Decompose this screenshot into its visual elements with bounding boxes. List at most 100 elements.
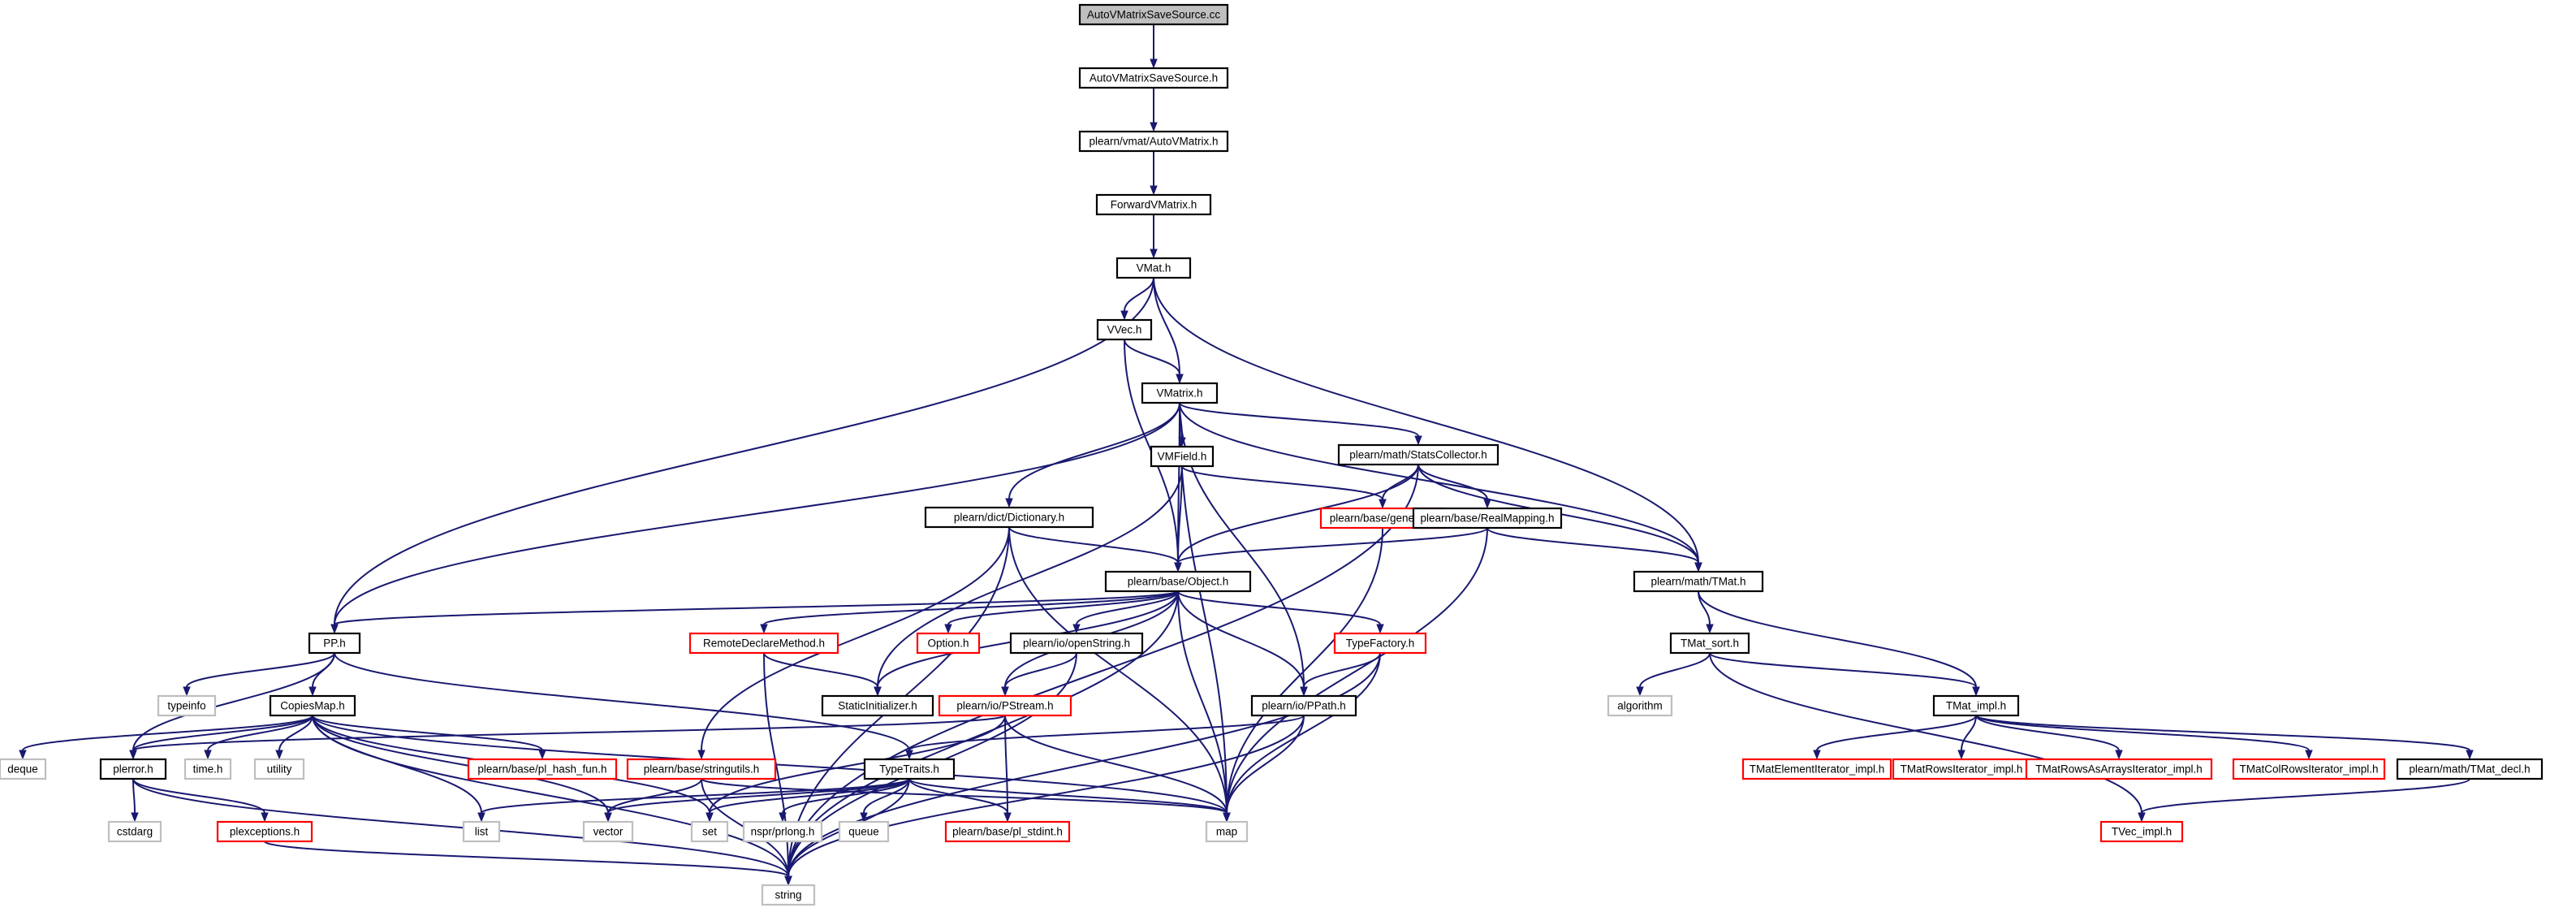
edge-fwd-to-vmat — [1150, 214, 1158, 259]
node-label: CopiesMap.h — [280, 700, 345, 712]
edge-stats-to-general — [1379, 464, 1419, 509]
edge-line — [132, 778, 265, 814]
arrow-head — [1176, 374, 1184, 384]
node-tmatimpl[interactable]: TMat_impl.h — [1932, 694, 2020, 717]
edge-line — [1486, 527, 1699, 564]
edge-vmfield-to-general — [1181, 465, 1387, 509]
edge-typetraits-to-stdint — [908, 778, 1012, 823]
node-openstr[interactable]: plearn/io/openString.h — [1009, 632, 1144, 655]
edge-typetraits-to-vector — [604, 778, 910, 823]
arrow-head — [1957, 750, 1965, 760]
node-strutils[interactable]: plearn/base/stringutils.h — [626, 758, 777, 780]
arrow-head — [1120, 310, 1128, 321]
edge-hdr-to-avm — [1150, 88, 1158, 132]
node-stdint[interactable]: plearn/base/pl_stdint.h — [944, 820, 1071, 843]
node-rowsit[interactable]: TMatRowsIterator_impl.h — [1892, 758, 2031, 780]
arrow-head — [1300, 686, 1308, 697]
node-typefac[interactable]: TypeFactory.h — [1333, 632, 1427, 655]
edge-avm-to-fwd — [1150, 151, 1158, 196]
edge-copies-to-deque — [19, 715, 313, 760]
node-fwd[interactable]: ForwardVMatrix.h — [1095, 193, 1212, 216]
edge-plerror-to-plexc — [132, 778, 269, 823]
node-label: RemoteDeclareMethod.h — [703, 638, 825, 650]
node-object[interactable]: plearn/base/Object.h — [1104, 570, 1252, 593]
node-label: plerror.h — [113, 763, 153, 776]
node-remote[interactable]: RemoteDeclareMethod.h — [688, 632, 839, 655]
edge-src-to-hdr — [1150, 24, 1158, 69]
node-rowsarr[interactable]: TMatRowsAsArraysIterator_impl.h — [2025, 758, 2213, 780]
node-src[interactable]: AutoVMatrixSaveSource.cc — [1078, 3, 1229, 26]
node-queue: queue — [838, 820, 890, 843]
node-avm[interactable]: plearn/vmat/AutoVMatrix.h — [1078, 130, 1229, 153]
node-vmat[interactable]: VMat.h — [1115, 257, 1192, 279]
node-label: cstdarg — [117, 826, 153, 838]
node-box — [2396, 758, 2544, 780]
node-staticinit[interactable]: StaticInitializer.h — [821, 694, 934, 717]
edge-tmatimpl-to-tmatdecl — [1975, 715, 2474, 760]
node-vmatrix[interactable]: VMatrix.h — [1141, 382, 1219, 404]
node-pstream[interactable]: plearn/io/PStream.h — [938, 694, 1072, 717]
node-hashfun[interactable]: plearn/base/pl_hash_fun.h — [467, 758, 618, 780]
edge-line — [132, 778, 136, 814]
node-map: map — [1205, 820, 1249, 843]
node-tmatsort[interactable]: TMat_sort.h — [1669, 632, 1750, 655]
node-label: Option.h — [927, 638, 969, 650]
node-label: VMat.h — [1137, 262, 1171, 274]
node-box — [1009, 632, 1144, 655]
node-label: TVec_impl.h — [2112, 826, 2172, 838]
arrow-head — [784, 875, 792, 886]
node-typetraits[interactable]: TypeTraits.h — [863, 758, 956, 780]
node-copies[interactable]: CopiesMap.h — [269, 694, 356, 717]
node-label: TypeFactory.h — [1346, 638, 1415, 650]
arrow-head — [261, 812, 269, 823]
node-hdr[interactable]: AutoVMatrixSaveSource.h — [1078, 67, 1229, 89]
node-label: VMField.h — [1158, 451, 1207, 463]
edge-vvec-to-vmatrix — [1124, 339, 1184, 384]
edge-typetraits-to-nspr — [779, 778, 910, 823]
arrow-head — [275, 750, 283, 760]
edge-vmatrix-to-stats — [1179, 402, 1422, 446]
arrow-head — [1174, 562, 1182, 573]
edge-pstream-to-plerror — [129, 715, 1006, 760]
node-option[interactable]: Option.h — [916, 632, 981, 655]
node-label: deque — [7, 763, 38, 776]
edge-line — [947, 590, 1179, 625]
edge-line — [1179, 402, 1699, 564]
edge-line — [334, 277, 1154, 625]
node-plerror[interactable]: plerror.h — [99, 758, 167, 780]
arrow-head — [309, 686, 317, 697]
edge-line — [334, 590, 1179, 625]
node-box — [157, 694, 217, 717]
node-tmatdecl[interactable]: plearn/math/TMat_decl.h — [2396, 758, 2544, 780]
edge-line — [863, 778, 910, 814]
node-box — [938, 694, 1072, 717]
edge-pp-to-copies — [309, 652, 335, 697]
node-ppath[interactable]: plearn/io/PPath.h — [1250, 694, 1357, 717]
edge-line — [1153, 277, 1180, 375]
arrow-head — [1694, 562, 1702, 573]
arrow-head — [1636, 686, 1644, 697]
arrow-head — [1376, 624, 1384, 634]
node-stats[interactable]: plearn/math/StatsCollector.h — [1337, 443, 1499, 466]
node-vmfield[interactable]: VMField.h — [1150, 445, 1215, 468]
node-colrows[interactable]: TMatColRowsIterator_impl.h — [2232, 758, 2386, 780]
node-tvecimpl[interactable]: TVec_impl.h — [2099, 820, 2184, 843]
node-plexc[interactable]: plexceptions.h — [216, 820, 313, 843]
node-tmat[interactable]: plearn/math/TMat.h — [1633, 570, 1764, 593]
edge-line — [1417, 464, 1488, 500]
edge-object-to-option — [944, 590, 1179, 634]
edge-line — [607, 778, 702, 814]
node-label: plearn/math/TMat.h — [1650, 576, 1745, 588]
node-label: plearn/base/pl_stdint.h — [952, 826, 1063, 838]
edge-tmatimpl-to-rowsit — [1957, 715, 1977, 760]
arrow-head — [779, 812, 787, 823]
node-algorithm: algorithm — [1607, 694, 1673, 717]
node-label: algorithm — [1617, 700, 1663, 712]
node-elemit[interactable]: TMatElementIterator_impl.h — [1741, 758, 1892, 780]
node-pp[interactable]: PP.h — [308, 632, 361, 655]
node-vvec[interactable]: VVec.h — [1096, 318, 1153, 341]
node-dict[interactable]: plearn/dict/Dictionary.h — [924, 506, 1094, 529]
arrow-head — [1414, 435, 1422, 446]
node-box — [1205, 820, 1249, 843]
node-realmap[interactable]: plearn/base/RealMapping.h — [1412, 507, 1563, 529]
